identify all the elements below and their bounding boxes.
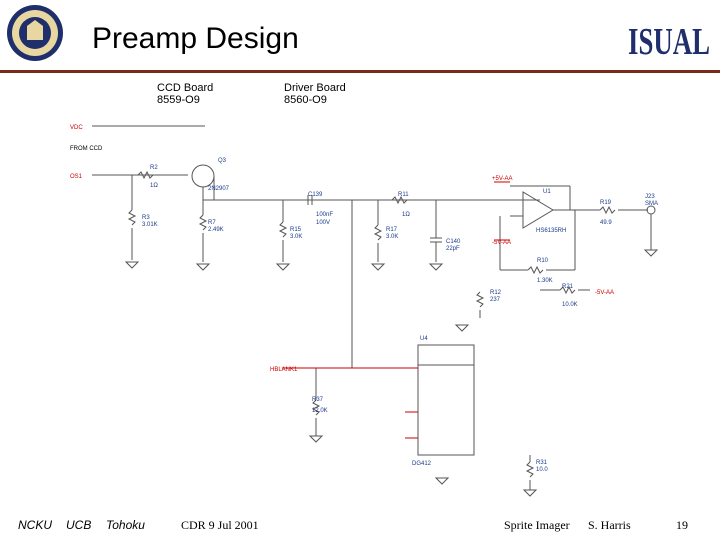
r12-resistor bbox=[475, 291, 485, 308]
r3-label: R3 bbox=[142, 215, 150, 221]
r2-label: R2 bbox=[150, 165, 158, 171]
q3-transistor bbox=[191, 164, 215, 188]
r15-value: 3.0K bbox=[290, 234, 302, 240]
u1-opamp bbox=[522, 191, 554, 229]
r21-resistor bbox=[559, 285, 576, 295]
slide-title: Preamp Design bbox=[92, 22, 299, 55]
preamp-schematic: CCD Board 8559-O9 Driver Board 8560-O9 V… bbox=[70, 82, 659, 497]
isual-logo-text: ISUAL bbox=[628, 21, 710, 63]
c139-value1: 100nF bbox=[316, 212, 333, 218]
r2-resistor bbox=[137, 170, 154, 180]
ccd-board-part: 8559-O9 bbox=[157, 94, 200, 106]
r10-label: R10 bbox=[537, 258, 549, 264]
dg-label: DG412 bbox=[412, 461, 432, 467]
q3-label: Q3 bbox=[218, 158, 227, 164]
j23-connector bbox=[646, 205, 656, 215]
pos5va-label: +5V-AA bbox=[492, 176, 513, 182]
r15-label: R15 bbox=[290, 227, 302, 233]
r17-label: R17 bbox=[386, 227, 398, 233]
vdc-label: VDC bbox=[70, 125, 83, 131]
j23-sub: SMA bbox=[645, 201, 658, 207]
neg5va2-label: -5V-AA bbox=[595, 290, 614, 296]
r17-value: 3.0K bbox=[386, 234, 398, 240]
q3-part: 2N2907 bbox=[208, 186, 230, 192]
c140-value: 22pF bbox=[446, 246, 460, 252]
r19-label: R19 bbox=[600, 200, 612, 206]
c139-value2: 100V bbox=[316, 220, 330, 226]
ccd-board-label: CCD Board bbox=[157, 82, 213, 94]
driver-board-part: 8560-O9 bbox=[284, 94, 327, 106]
r21-value: 10.0K bbox=[562, 302, 578, 308]
r31-label: R31 bbox=[536, 460, 548, 466]
footer-tohoku: Tohoku bbox=[106, 518, 145, 532]
title-divider bbox=[0, 70, 720, 73]
r7-value: 2.49K bbox=[208, 227, 224, 233]
r3-value: 3.01K bbox=[142, 222, 158, 228]
r10-value: 1.30K bbox=[537, 278, 553, 284]
c139-label: C139 bbox=[308, 192, 323, 198]
driver-board-label: Driver Board bbox=[284, 82, 346, 94]
r3-resistor bbox=[127, 209, 137, 226]
footer-date: CDR 9 Jul 2001 bbox=[181, 518, 259, 532]
r37-resistor bbox=[311, 399, 321, 416]
r31-value: 10.0 bbox=[536, 467, 548, 473]
footer-ncku: NCKU bbox=[18, 518, 53, 532]
footer-author: S. Harris bbox=[588, 518, 631, 532]
r7-label: R7 bbox=[208, 220, 216, 226]
r11-resistor bbox=[391, 195, 408, 205]
j23-label: J23 bbox=[645, 194, 655, 200]
r10-resistor bbox=[527, 265, 544, 275]
footer-ucb: UCB bbox=[66, 518, 92, 532]
r7-resistor bbox=[198, 214, 208, 231]
r17-resistor bbox=[373, 224, 383, 241]
r15-resistor bbox=[278, 221, 288, 238]
page-number: 19 bbox=[676, 518, 688, 532]
university-seal-icon bbox=[7, 5, 63, 61]
r19-resistor bbox=[599, 205, 616, 215]
isual-logo: ISUAL bbox=[628, 21, 710, 63]
r37-value: 12.0K bbox=[312, 408, 328, 414]
c140-label: C140 bbox=[446, 239, 461, 245]
from-ccd-label: FROM CCD bbox=[70, 146, 103, 152]
r21-label: R21 bbox=[562, 284, 574, 290]
r19-value: 49.9 bbox=[600, 220, 612, 226]
neg5va-label: -5V-AA bbox=[492, 240, 511, 246]
r12-label: R12 bbox=[490, 290, 502, 296]
r31-resistor bbox=[525, 461, 535, 478]
u1-part: HS6135RH bbox=[536, 228, 566, 234]
r12-value: 237 bbox=[490, 297, 501, 303]
u1-label: U1 bbox=[543, 189, 551, 195]
r37-label: R37 bbox=[312, 397, 324, 403]
u4-switch bbox=[417, 344, 475, 456]
hblank-label: HBLANK1 bbox=[270, 367, 298, 373]
footer-instrument: Sprite Imager bbox=[504, 518, 570, 532]
r11-value: 1Ω bbox=[402, 212, 410, 218]
r2-value: 1Ω bbox=[150, 183, 158, 189]
r11-label: R11 bbox=[398, 192, 409, 198]
u4-label: U4 bbox=[420, 336, 428, 342]
os1-label: OS1 bbox=[70, 174, 83, 180]
